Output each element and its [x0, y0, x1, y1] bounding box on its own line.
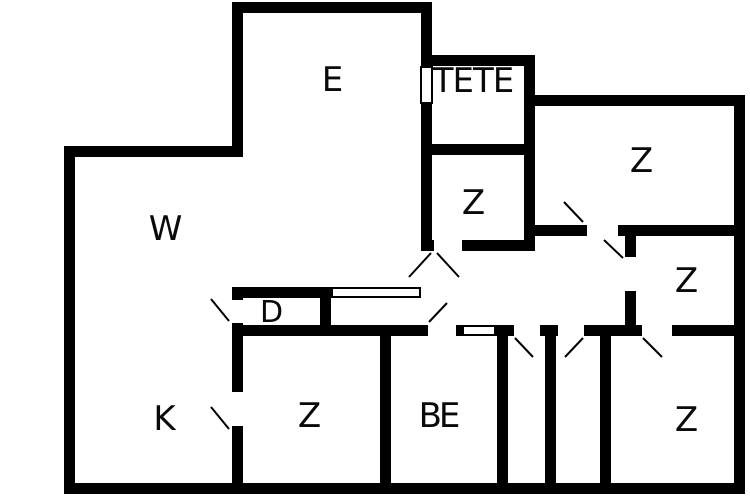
- door-opening: [556, 325, 586, 336]
- wall: [232, 287, 331, 298]
- wall: [421, 55, 535, 66]
- door-swing-mark: [564, 337, 584, 358]
- door-swing-mark: [436, 252, 460, 278]
- wall: [232, 2, 243, 157]
- door-opening: [232, 298, 243, 325]
- wall: [380, 336, 391, 483]
- wall: [497, 336, 508, 483]
- room-label-z-top-right: Z: [629, 141, 653, 181]
- room-label-be: BE: [418, 396, 461, 436]
- door-swing-mark: [210, 298, 230, 322]
- door-opening: [432, 240, 464, 251]
- room-label-d: D: [259, 295, 283, 330]
- wall: [320, 287, 331, 336]
- room-label-z-middle: Z: [461, 183, 485, 223]
- cased-opening: [331, 287, 421, 298]
- wall: [232, 2, 432, 13]
- door-swing-mark: [514, 337, 534, 358]
- door-opening: [625, 255, 636, 293]
- door-opening: [232, 390, 243, 428]
- door-swing-mark: [603, 239, 624, 259]
- room-label-z-bottom-right: Z: [674, 400, 698, 440]
- room-label-w: W: [148, 209, 183, 249]
- door-opening: [426, 325, 458, 336]
- wall: [734, 95, 745, 494]
- wall: [421, 13, 432, 251]
- door-opening: [585, 225, 620, 236]
- wall: [524, 95, 745, 106]
- wall: [600, 336, 611, 483]
- door-opening: [512, 325, 542, 336]
- room-label-e: E: [321, 60, 344, 100]
- wall: [64, 146, 75, 494]
- room-label-tete: TETE: [432, 61, 515, 101]
- door-swing-mark: [642, 337, 663, 358]
- door-swing-mark: [210, 406, 230, 430]
- room-label-z-bottom: Z: [297, 396, 321, 436]
- wall: [535, 225, 745, 236]
- wall: [421, 240, 535, 251]
- wall: [545, 336, 556, 483]
- room-label-z-right: Z: [674, 261, 698, 301]
- room-label-k: K: [153, 399, 175, 439]
- window: [462, 325, 496, 336]
- window: [420, 66, 433, 104]
- wall: [64, 146, 243, 157]
- door-opening: [640, 325, 674, 336]
- wall: [64, 483, 745, 494]
- door-swing-mark: [428, 302, 448, 323]
- door-swing-mark: [408, 252, 432, 278]
- wall: [421, 144, 535, 155]
- door-swing-mark: [563, 201, 584, 223]
